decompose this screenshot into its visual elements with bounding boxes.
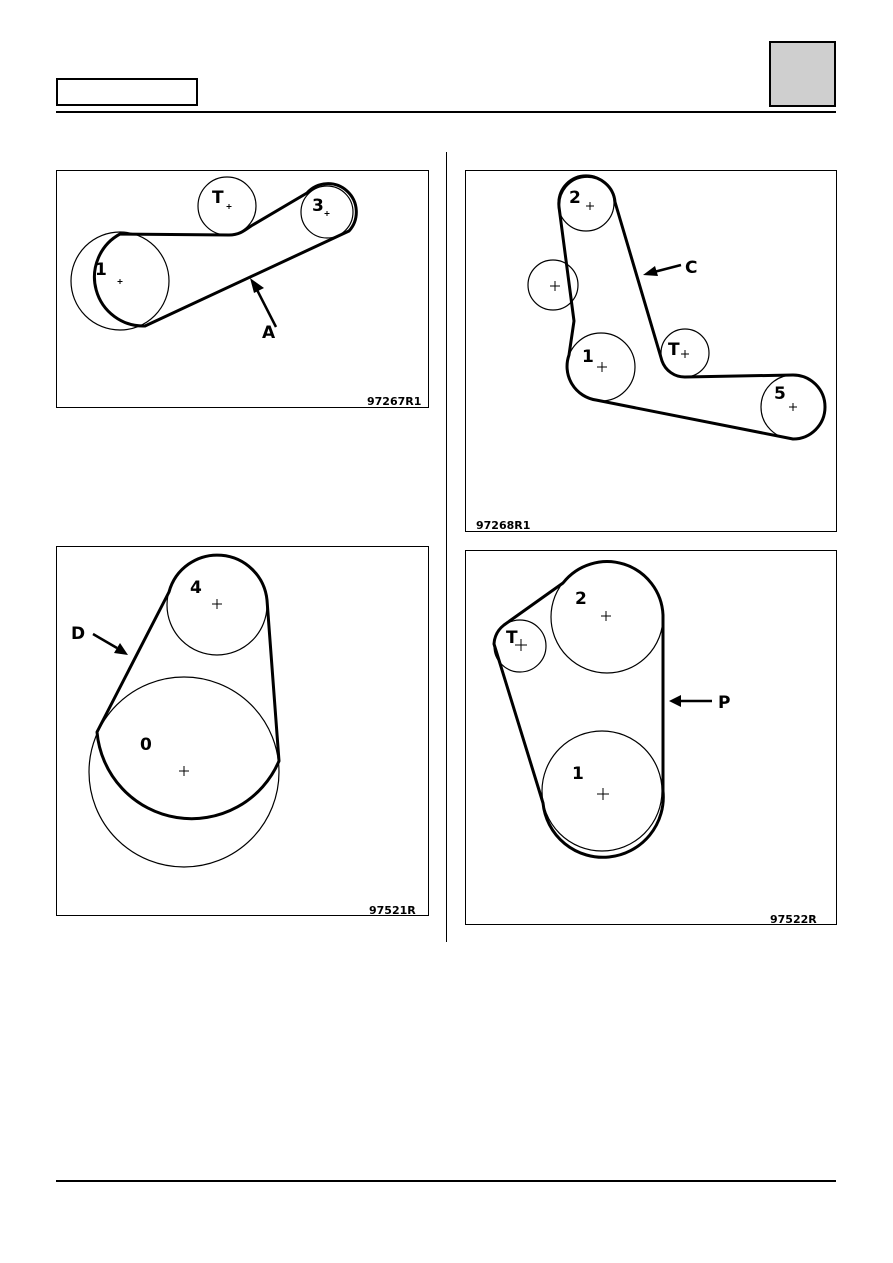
belt-diagram-drawing: 4 D 0 xyxy=(71,553,281,868)
belt-p-label: P xyxy=(718,693,730,713)
header-title-box xyxy=(56,78,198,106)
figure-ref: 97522R xyxy=(770,913,817,925)
footer-rule xyxy=(56,1180,836,1182)
section-tab xyxy=(769,41,836,107)
belt-c-label: C xyxy=(685,258,697,278)
pulley-1-label: 1 xyxy=(582,347,594,367)
header-rule xyxy=(56,111,836,113)
belt-diagram-97521R: 4 D 0 97521R xyxy=(56,546,429,916)
pulley-2-label: 2 xyxy=(569,188,581,208)
figure-ref: 97267R1 xyxy=(367,395,422,408)
belt-d-label: D xyxy=(71,624,85,644)
figure-ref: 97521R xyxy=(369,904,416,916)
belt-diagram-97522R: 2 T P 1 97522R xyxy=(465,550,837,925)
pulley-3-label: 3 xyxy=(312,196,324,216)
tensioner-label: T xyxy=(212,188,224,208)
belt-a-label: A xyxy=(262,323,276,343)
belt-diagram-97268R1: 2 C 1 T 5 97268R1 xyxy=(465,170,837,532)
column-divider xyxy=(446,152,447,942)
belt-diagram-drawing: 2 T P 1 xyxy=(492,560,730,859)
pulley-1-label: 1 xyxy=(95,260,107,280)
pulley-2-label: 2 xyxy=(575,589,587,609)
pulley-5-label: 5 xyxy=(774,384,786,404)
figure-ref: 97268R1 xyxy=(476,519,531,532)
tensioner-label: T xyxy=(506,628,518,648)
belt-diagram-drawing: 2 C 1 T 5 xyxy=(527,174,827,441)
pulley-1-label: 1 xyxy=(572,764,584,784)
belt-diagram-97267R1: 1 T 3 A 97267R1 xyxy=(56,170,429,408)
tensioner-label: T xyxy=(668,340,680,360)
pulley-0-label: 0 xyxy=(140,735,152,755)
pulley-4-label: 4 xyxy=(190,578,202,598)
belt-diagram-drawing: 1 T 3 A xyxy=(70,176,358,343)
